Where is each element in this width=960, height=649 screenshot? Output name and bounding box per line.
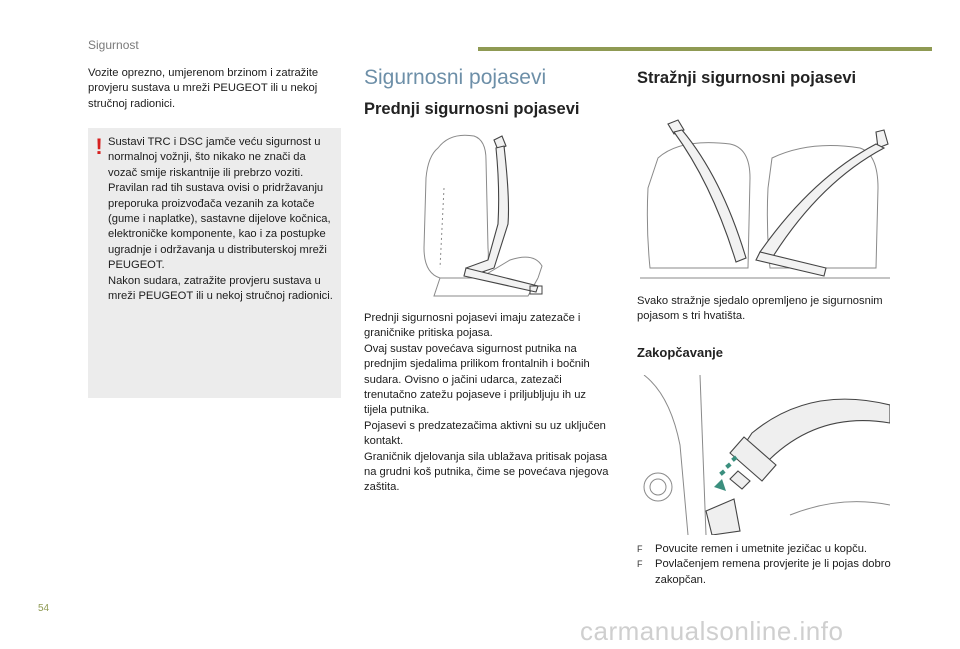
front-belts-text: Prednji sigurnosni pojasevi imaju zateza… bbox=[364, 312, 609, 494]
rear-belts-text: Svako stražnje sjedalo opremljeno je sig… bbox=[637, 295, 883, 323]
warning-box bbox=[88, 128, 341, 398]
list-item: F Povucite remen i umetnite jezičac u ko… bbox=[637, 542, 897, 557]
section-label: Sigurnost bbox=[88, 38, 139, 52]
list-item: F Povlačenjem remena provjerite je li po… bbox=[637, 557, 897, 588]
page-number: 54 bbox=[38, 603, 50, 614]
step-text: Povucite remen i umetnite jezičac u kopč… bbox=[655, 543, 868, 555]
watermark: carmanualsonline.info bbox=[580, 616, 844, 646]
front-seat-belt-illustration bbox=[423, 134, 543, 297]
rear-seat-belts-illustration bbox=[640, 119, 890, 279]
exclamation-icon: ! bbox=[95, 134, 103, 159]
chapter-title: Sigurnosni pojasevi bbox=[364, 66, 547, 89]
step-bullet: F bbox=[637, 544, 643, 554]
buckling-steps: F Povucite remen i umetnite jezičac u ko… bbox=[637, 542, 897, 588]
front-belts-title: Prednji sigurnosni pojasevi bbox=[364, 100, 580, 118]
step-text: Povlačenjem remena provjerite je li poja… bbox=[655, 558, 891, 586]
buckle-illustration bbox=[643, 375, 890, 535]
buckling-title: Zakopčavanje bbox=[637, 345, 723, 360]
rear-belts-title: Stražnji sigurnosni pojasevi bbox=[637, 69, 857, 87]
header-accent-bar bbox=[478, 47, 932, 51]
step-bullet: F bbox=[637, 559, 643, 570]
warning-text: Sustavi TRC i DSC jamče veću sigurnost u… bbox=[108, 136, 333, 303]
intro-paragraph: Vozite oprezno, umjerenom brzinom i zatr… bbox=[88, 67, 319, 110]
